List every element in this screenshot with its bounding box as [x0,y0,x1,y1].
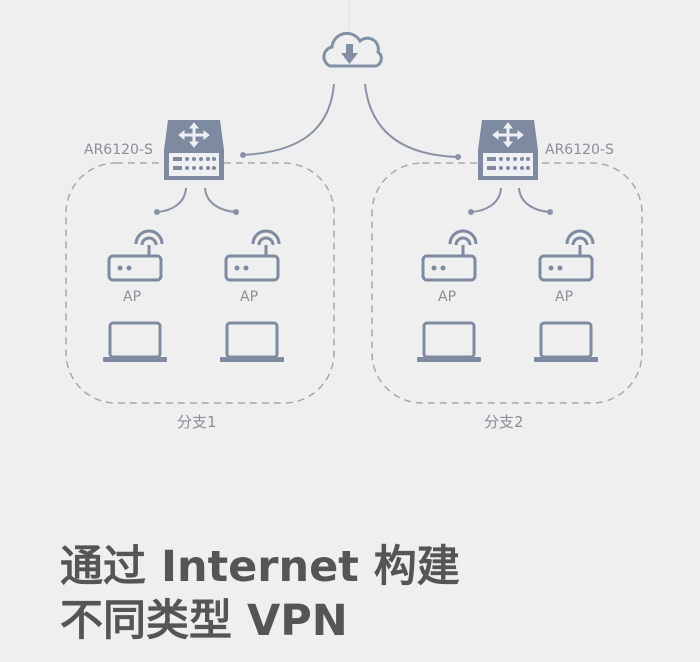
access-point-icon [538,229,595,282]
laptop-icon [103,321,167,362]
laptop-icon [417,321,481,362]
link-endpoint [455,154,461,160]
router-1-downlinks [156,187,237,213]
ap-label: AP [438,289,457,305]
access-point-icon [421,229,478,282]
router-2-downlinks [470,187,551,213]
laptop-icon [220,321,284,362]
title-line-1: 通过 Internet 构建 [60,542,460,592]
access-point-icon [107,229,164,282]
link-endpoint [240,152,246,158]
ap-label: AP [555,289,574,305]
router-icon [478,120,538,180]
link-cloud-router-1 [242,83,335,156]
ap-label: AP [240,289,259,305]
branch-1-label: 分支1 [177,413,217,431]
branch-2-label: 分支2 [484,413,524,431]
access-point-icon [224,229,281,282]
branch-1-boundary [65,162,335,404]
router-1-label: AR6120-S [84,142,153,158]
router-icon [164,120,224,180]
laptop-icon [534,321,598,362]
link-cloud-router-2 [364,83,459,158]
ap-label: AP [123,289,142,305]
page-title: 通过 Internet 构建 不同类型 VPN [60,540,460,648]
branch-2-boundary [371,162,643,404]
cloud-download-icon [322,31,383,68]
title-line-2: 不同类型 VPN [60,596,348,646]
router-2-label: AR6120-S [545,142,614,158]
